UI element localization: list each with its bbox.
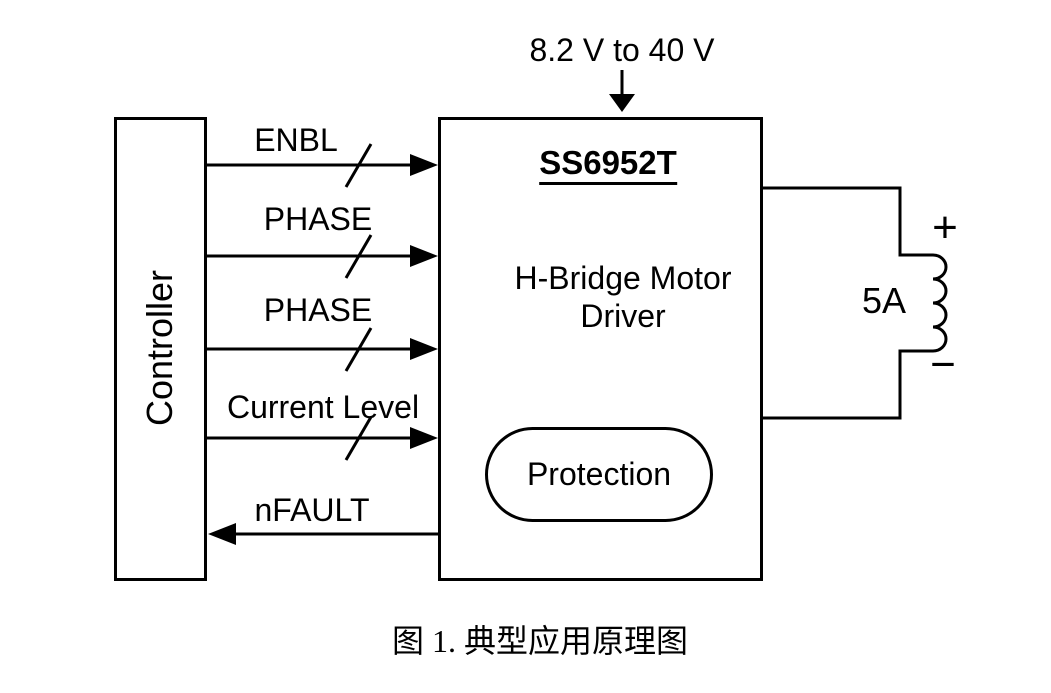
signal-line-phase-2 (207, 327, 438, 372)
signal-label-enbl: ENBL (254, 122, 338, 158)
supply-voltage-label: 8.2 V to 40 V (529, 32, 715, 68)
signal-label-nfault: nFAULT (254, 492, 370, 528)
protection-block: Protection (485, 427, 713, 522)
bus-slash-icon (344, 416, 373, 461)
signal-line-phase-1 (207, 234, 438, 279)
arrowhead-right-icon (410, 427, 438, 449)
protection-label: Protection (526, 456, 672, 492)
driver-part-number: SS6952T (539, 146, 677, 185)
controller-box (114, 117, 207, 581)
signal-line-nfault (208, 523, 438, 545)
arrowhead-left-icon (208, 523, 236, 545)
signal-label-phase-2: PHASE (263, 292, 373, 328)
driver-description-line1: H-Bridge Motor (514, 260, 732, 296)
arrowhead-right-icon (410, 338, 438, 360)
driver-description-line2: Driver (580, 298, 666, 334)
load-plus-terminal-label: + (932, 203, 958, 252)
controller-label: Controller (139, 269, 180, 427)
load-minus-terminal-label: − (930, 340, 956, 389)
load-current-label: 5A (861, 280, 907, 321)
signal-line-enbl (207, 143, 438, 188)
bus-slash-icon (344, 327, 373, 372)
signal-label-current-level: Current Level (226, 389, 420, 425)
signal-label-phase-1: PHASE (263, 201, 373, 237)
bus-slash-icon (344, 143, 373, 188)
arrowhead-right-icon (410, 245, 438, 267)
load-loop-wire (760, 186, 948, 420)
bus-slash-icon (344, 234, 373, 279)
arrowhead-right-icon (410, 154, 438, 176)
inductor-coil-icon (932, 253, 948, 353)
signal-line-current-level (207, 416, 438, 461)
figure-caption: 图 1. 典型应用原理图 (391, 623, 689, 659)
supply-arrow-icon (609, 70, 635, 112)
